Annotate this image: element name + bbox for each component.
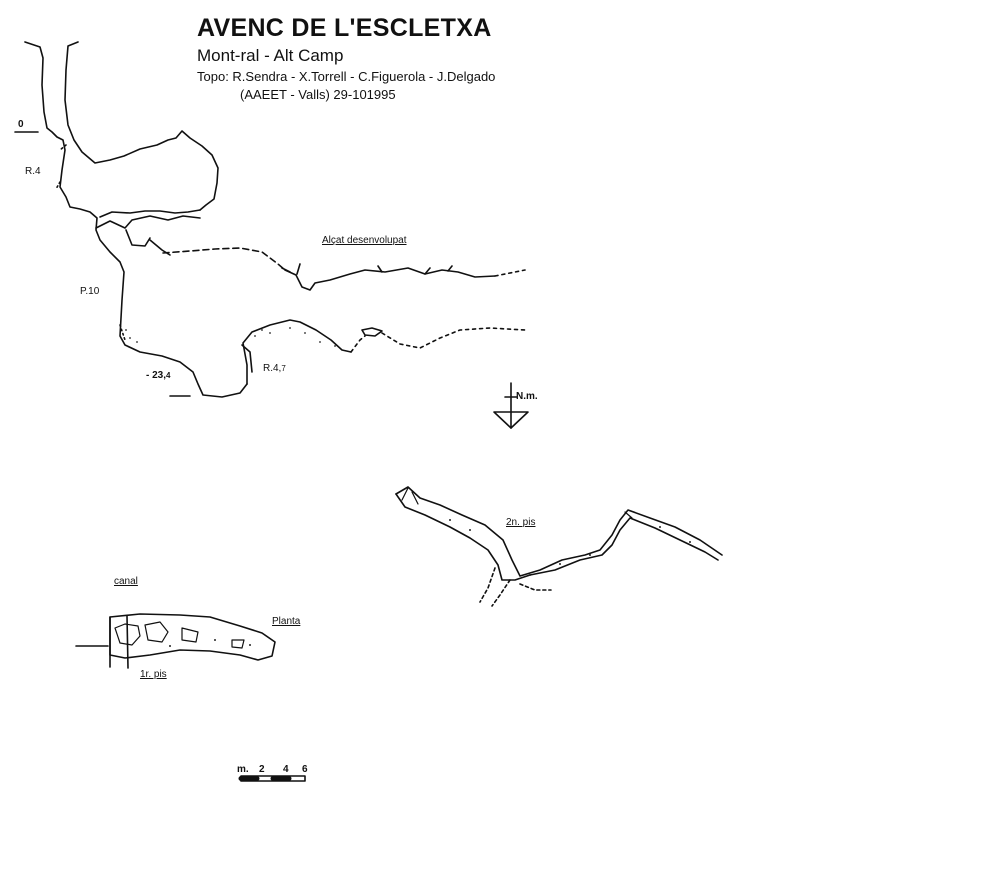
section-boulders (95, 209, 201, 256)
upper-gallery-dashed (162, 247, 286, 271)
scale-tick-4: 4 (283, 764, 289, 775)
depth-zero-label: 0 (18, 119, 24, 130)
upper-gallery-end (494, 269, 526, 277)
lower-gallery-wall-2 (241, 344, 253, 373)
north-arrow-head (493, 411, 529, 429)
plan-level2-wall-lower (395, 493, 719, 581)
plan-level1-passage (109, 613, 276, 661)
lower-gallery-wall (242, 319, 352, 385)
sediment-dots (125, 327, 691, 647)
depth-marker-lines (14, 131, 191, 397)
depth-bottom-value: - 23, (146, 370, 167, 381)
upper-gallery-floor (284, 267, 496, 291)
scale-tick-6: 6 (302, 764, 308, 775)
drop-r2-subvalue: 7 (281, 364, 286, 373)
plan-label: Planta (272, 616, 301, 627)
drop-r2-label: R.4,7 (263, 363, 286, 374)
survey-group-date: (AAEET - Valls) 29-101995 (240, 87, 396, 102)
map-title: AVENC DE L'ESCLETXA (197, 14, 492, 42)
drop-r1-label: R.4 (25, 166, 41, 177)
plan-level1-blocks (114, 621, 245, 649)
section-label: Alçat desenvolupat (322, 235, 407, 246)
drop-r2-value: R.4, (263, 363, 282, 374)
depth-bottom-subvalue: 4 (166, 371, 171, 380)
section-right-wall (64, 41, 219, 211)
level1-label: 1r. pis (140, 669, 167, 680)
lower-gallery-blocks (361, 327, 383, 337)
lower-gallery-dashed (350, 327, 526, 353)
depth-bottom-label: - 23,4 (146, 370, 170, 381)
map-subtitle: Mont-ral - Alt Camp (197, 46, 344, 65)
survey-authors: Topo: R.Sendra - X.Torrell - C.Figuerola… (197, 69, 496, 84)
plan-level2-wall-upper (395, 486, 723, 577)
drop-p1-label: P.10 (80, 286, 100, 297)
level2-label: 2n. pis (506, 517, 536, 528)
plan-level2-outlets (479, 567, 552, 607)
section-left-wall (24, 41, 248, 398)
scale-unit: m. (237, 764, 249, 775)
scale-tick-2: 2 (259, 764, 265, 775)
plan-level2-cracks (401, 487, 633, 519)
upper-gallery-spikes (281, 263, 453, 275)
canal-label: canal (114, 576, 138, 587)
north-label: N.m. (516, 391, 538, 402)
section-sediment (55, 144, 126, 341)
